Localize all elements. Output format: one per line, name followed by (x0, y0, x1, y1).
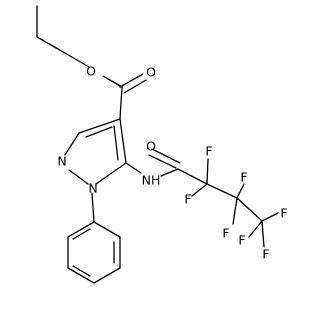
bond-ph-3 (93, 267, 121, 284)
bond-cf3-f5 (261, 212, 279, 222)
atom-labels: O O N N NH O F F F F F F F (57, 64, 287, 262)
bond-c4-c5-inner (85, 126, 113, 138)
bond-carbonyl-double-b (123, 79, 147, 94)
bond-ph-4 (67, 267, 95, 284)
bond-c3-nh (125, 162, 142, 174)
bond-nh-amide-c (160, 168, 179, 177)
bond-cf3-f6 (248, 220, 263, 238)
bond-cf2b-f3 (236, 183, 245, 199)
atom-fluorine-1: F (205, 144, 212, 159)
atom-fluorine-7: F (262, 247, 269, 262)
atom-amide-oxygen: O (146, 139, 156, 154)
atom-fluorine-6: F (238, 233, 245, 248)
bond-amide-double-a (148, 154, 177, 169)
bond-n1-phenyl (91, 192, 95, 223)
bonds (36, 5, 279, 284)
atom-ring-nitrogen-2: N (57, 154, 66, 169)
atom-fluorine-3: F (240, 170, 247, 185)
bond-ch2-ester-o (64, 52, 90, 68)
bond-ester-o-carbonyl (102, 75, 123, 88)
bond-ph-6 (67, 221, 95, 238)
atom-fluorine-5: F (280, 206, 287, 221)
bond-carbonyl-double-a (119, 73, 144, 88)
bond-c4-c5 (78, 118, 121, 134)
atom-fluorine-4: F (222, 226, 229, 241)
atom-ester-oxygen: O (86, 64, 96, 79)
bond-ethyl-ch2 (36, 36, 66, 54)
bond-carbonyl-ring-c4 (119, 86, 123, 120)
atom-fluorine-2: F (184, 192, 191, 207)
bond-n1-c3 (95, 162, 127, 185)
bond-c5-n2 (64, 132, 80, 156)
bond-amide-double-b (151, 148, 181, 164)
bond-c3-c4 (119, 118, 127, 164)
bond-c3-c4-inner (113, 125, 119, 161)
atom-amide-nh: NH (142, 173, 161, 188)
bond-amide-c-cf2 (177, 168, 208, 185)
bond-ph-inner-2 (72, 265, 91, 277)
bond-cf2a-f1 (206, 158, 209, 185)
bond-ph-1 (93, 221, 121, 238)
bond-cf2a-cf2b (206, 183, 238, 199)
atom-ring-nitrogen-1: N (88, 181, 97, 196)
molecule-diagram: O O N N NH O F F F F F F F (36, 5, 288, 284)
atom-carbonyl-oxygen: O (146, 65, 156, 80)
bond-n2-n1 (68, 169, 89, 185)
bond-ph-inner-3 (72, 228, 91, 240)
bond-cf2a-f2 (191, 183, 208, 197)
bond-cf2b-cf3 (236, 197, 263, 222)
bond-cf3-f7 (261, 220, 265, 248)
bond-cf2b-f4 (232, 197, 238, 225)
